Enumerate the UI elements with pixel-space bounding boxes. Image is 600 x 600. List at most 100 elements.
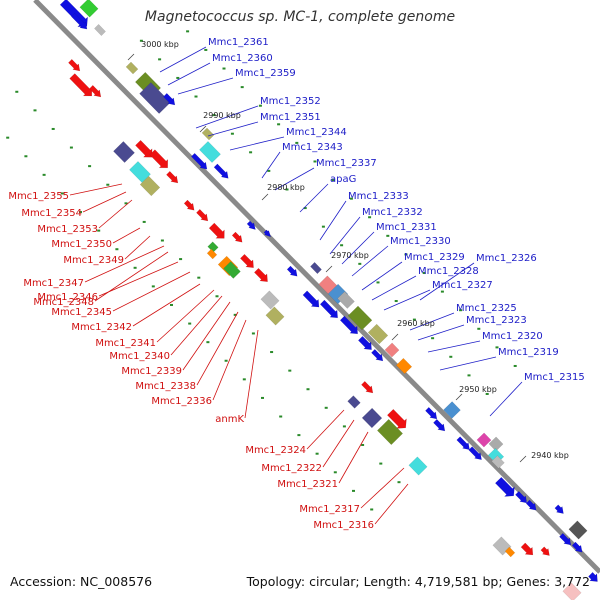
gene-feature[interactable] xyxy=(253,267,268,282)
gene-feature[interactable] xyxy=(113,141,135,163)
gene-feature[interactable] xyxy=(515,490,528,504)
gene-feature[interactable] xyxy=(286,265,298,277)
gene-label[interactable]: Mmc1_2361 xyxy=(208,37,269,48)
gene-label[interactable]: Mmc1_2338 xyxy=(135,381,196,392)
gene-label[interactable]: Mmc1_2340 xyxy=(109,351,170,362)
gene-label[interactable]: Mmc1_2350 xyxy=(51,239,112,250)
gene-label[interactable]: Mmc1_2336 xyxy=(151,396,212,407)
gene-label[interactable]: Mmc1_2348 xyxy=(33,297,94,308)
gene-label[interactable]: anmK xyxy=(215,414,244,425)
gene-feature[interactable] xyxy=(68,58,81,72)
gene-feature[interactable] xyxy=(213,163,229,179)
gene-feature[interactable] xyxy=(337,291,355,309)
gene-label[interactable]: Mmc1_2326 xyxy=(476,253,537,264)
gene-label[interactable]: Mmc1_2333 xyxy=(348,191,409,202)
gene-feature[interactable] xyxy=(196,208,209,222)
gene-feature[interactable] xyxy=(265,306,285,326)
gene-label[interactable]: Mmc1_2321 xyxy=(277,479,338,490)
gene-label[interactable]: Mmc1_2324 xyxy=(245,445,306,456)
gene-label[interactable]: Mmc1_2320 xyxy=(482,331,543,342)
gene-feature[interactable] xyxy=(239,253,254,268)
gene-label[interactable]: Mmc1_2360 xyxy=(212,53,273,64)
gene-feature[interactable] xyxy=(302,290,320,308)
gene-label[interactable]: Mmc1_2342 xyxy=(71,322,132,333)
gene-feature[interactable] xyxy=(79,0,99,18)
gene-feature[interactable] xyxy=(166,170,179,184)
gene-label[interactable]: Mmc1_2331 xyxy=(376,222,437,233)
gene-feature[interactable] xyxy=(208,222,225,239)
gene-feature[interactable] xyxy=(260,290,280,310)
gene-feature[interactable] xyxy=(246,220,256,230)
gene-feature[interactable] xyxy=(384,342,400,358)
gene-feature[interactable] xyxy=(476,432,492,448)
gene-feature[interactable] xyxy=(206,248,218,260)
gene-label[interactable]: apaG xyxy=(330,174,356,185)
gene-label[interactable]: Mmc1_2359 xyxy=(235,68,296,79)
gene-feature[interactable] xyxy=(504,546,516,558)
gene-feature[interactable] xyxy=(367,323,389,345)
gene-label[interactable]: Mmc1_2351 xyxy=(260,112,321,123)
gene-label[interactable]: Mmc1_2337 xyxy=(316,158,377,169)
gene-label[interactable]: Mmc1_2332 xyxy=(362,207,423,218)
gene-feature[interactable] xyxy=(139,175,161,197)
gene-label[interactable]: Mmc1_2349 xyxy=(63,255,124,266)
gene-feature[interactable] xyxy=(347,305,373,331)
gene-label[interactable]: Mmc1_2329 xyxy=(404,252,465,263)
gene-label[interactable]: Mmc1_2345 xyxy=(51,307,112,318)
gene-feature[interactable] xyxy=(571,541,583,553)
gene-feature[interactable] xyxy=(491,455,505,469)
gene-feature[interactable] xyxy=(199,141,221,163)
gene-label[interactable]: Mmc1_2323 xyxy=(466,315,527,326)
gene-label[interactable]: Mmc1_2328 xyxy=(418,266,479,277)
gene-label[interactable]: Mmc1_2322 xyxy=(261,463,322,474)
gene-feature[interactable] xyxy=(125,61,139,75)
gene-label[interactable]: Mmc1_2316 xyxy=(313,520,374,531)
gene-feature[interactable] xyxy=(443,401,461,419)
gene-feature[interactable] xyxy=(425,406,438,420)
gene-feature[interactable] xyxy=(135,139,153,158)
gene-feature[interactable] xyxy=(554,504,564,514)
gene-feature[interactable] xyxy=(588,571,598,582)
gene-feature[interactable] xyxy=(223,261,241,279)
gene-feature[interactable] xyxy=(129,161,151,183)
gene-label[interactable]: Mmc1_2344 xyxy=(286,127,347,138)
gene-label[interactable]: Mmc1_2343 xyxy=(282,142,343,153)
gene-feature[interactable] xyxy=(201,127,215,141)
gene-feature[interactable] xyxy=(494,476,515,497)
gene-feature[interactable] xyxy=(520,542,534,556)
gene-feature[interactable] xyxy=(568,520,588,540)
gene-feature[interactable] xyxy=(371,348,384,362)
gene-label[interactable]: Mmc1_2341 xyxy=(95,338,156,349)
gene-label[interactable]: Mmc1_2319 xyxy=(498,347,559,358)
gene-feature[interactable] xyxy=(190,152,208,170)
gene-label[interactable]: Mmc1_2339 xyxy=(121,366,182,377)
gene-feature[interactable] xyxy=(395,357,413,375)
gene-feature[interactable] xyxy=(183,199,195,211)
gene-feature[interactable] xyxy=(231,231,243,243)
gene-feature[interactable] xyxy=(69,73,93,97)
gene-feature[interactable] xyxy=(347,395,361,409)
gene-feature[interactable] xyxy=(339,315,358,335)
gene-feature[interactable] xyxy=(433,418,446,432)
gene-label[interactable]: Mmc1_2330 xyxy=(390,236,451,247)
gene-feature[interactable] xyxy=(562,582,582,600)
gene-label[interactable]: Mmc1_2353 xyxy=(37,224,98,235)
gene-feature[interactable] xyxy=(456,436,470,451)
gene-feature[interactable] xyxy=(263,229,272,238)
gene-feature[interactable] xyxy=(408,456,428,476)
gene-feature[interactable] xyxy=(139,82,171,114)
gene-label[interactable]: Mmc1_2327 xyxy=(432,280,493,291)
gene-feature[interactable] xyxy=(376,418,404,446)
gene-label[interactable]: Mmc1_2317 xyxy=(299,504,360,515)
gene-label[interactable]: Mmc1_2352 xyxy=(260,96,321,107)
gene-feature[interactable] xyxy=(525,499,537,511)
gene-feature[interactable] xyxy=(149,149,169,169)
gene-label[interactable]: Mmc1_2325 xyxy=(456,303,517,314)
gene-label[interactable]: Mmc1_2347 xyxy=(23,278,84,289)
gene-feature[interactable] xyxy=(559,532,572,546)
gene-label[interactable]: Mmc1_2315 xyxy=(524,372,585,383)
gene-feature[interactable] xyxy=(361,380,374,394)
gene-feature[interactable] xyxy=(70,12,88,30)
gene-feature[interactable] xyxy=(357,335,372,350)
gene-label[interactable]: Mmc1_2355 xyxy=(8,191,69,202)
